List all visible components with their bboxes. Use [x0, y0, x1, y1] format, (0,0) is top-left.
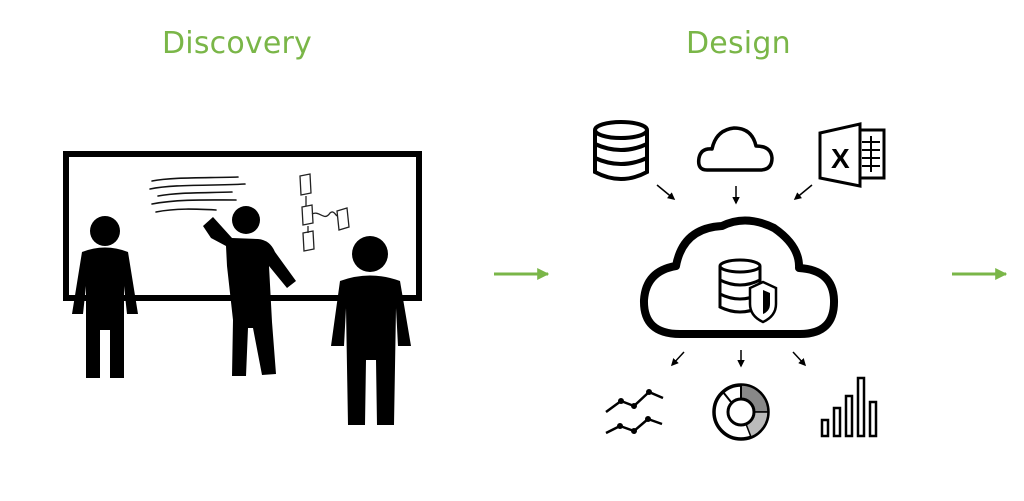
- person-right: [331, 236, 411, 425]
- excel-icon: X: [818, 122, 886, 188]
- pie-chart-icon: [712, 383, 770, 441]
- whiteboard-scribbles: [149, 176, 246, 213]
- inbound-arrows: [656, 184, 813, 205]
- excel-letter: X: [831, 143, 850, 174]
- person-left: [72, 216, 138, 378]
- bar-chart-icon: [820, 376, 878, 438]
- secure-cloud-database-icon: [639, 216, 839, 338]
- outbound-arrows: [670, 350, 807, 368]
- line-chart-icon: [605, 389, 664, 435]
- sticky-notes: [299, 173, 350, 252]
- database-icon: [593, 120, 649, 181]
- cloud-icon: [696, 126, 774, 172]
- design-title: Design: [686, 26, 791, 61]
- whiteboard-scene-illustration: [63, 151, 422, 425]
- discovery-title: Discovery: [162, 26, 313, 61]
- person-writing: [203, 206, 296, 376]
